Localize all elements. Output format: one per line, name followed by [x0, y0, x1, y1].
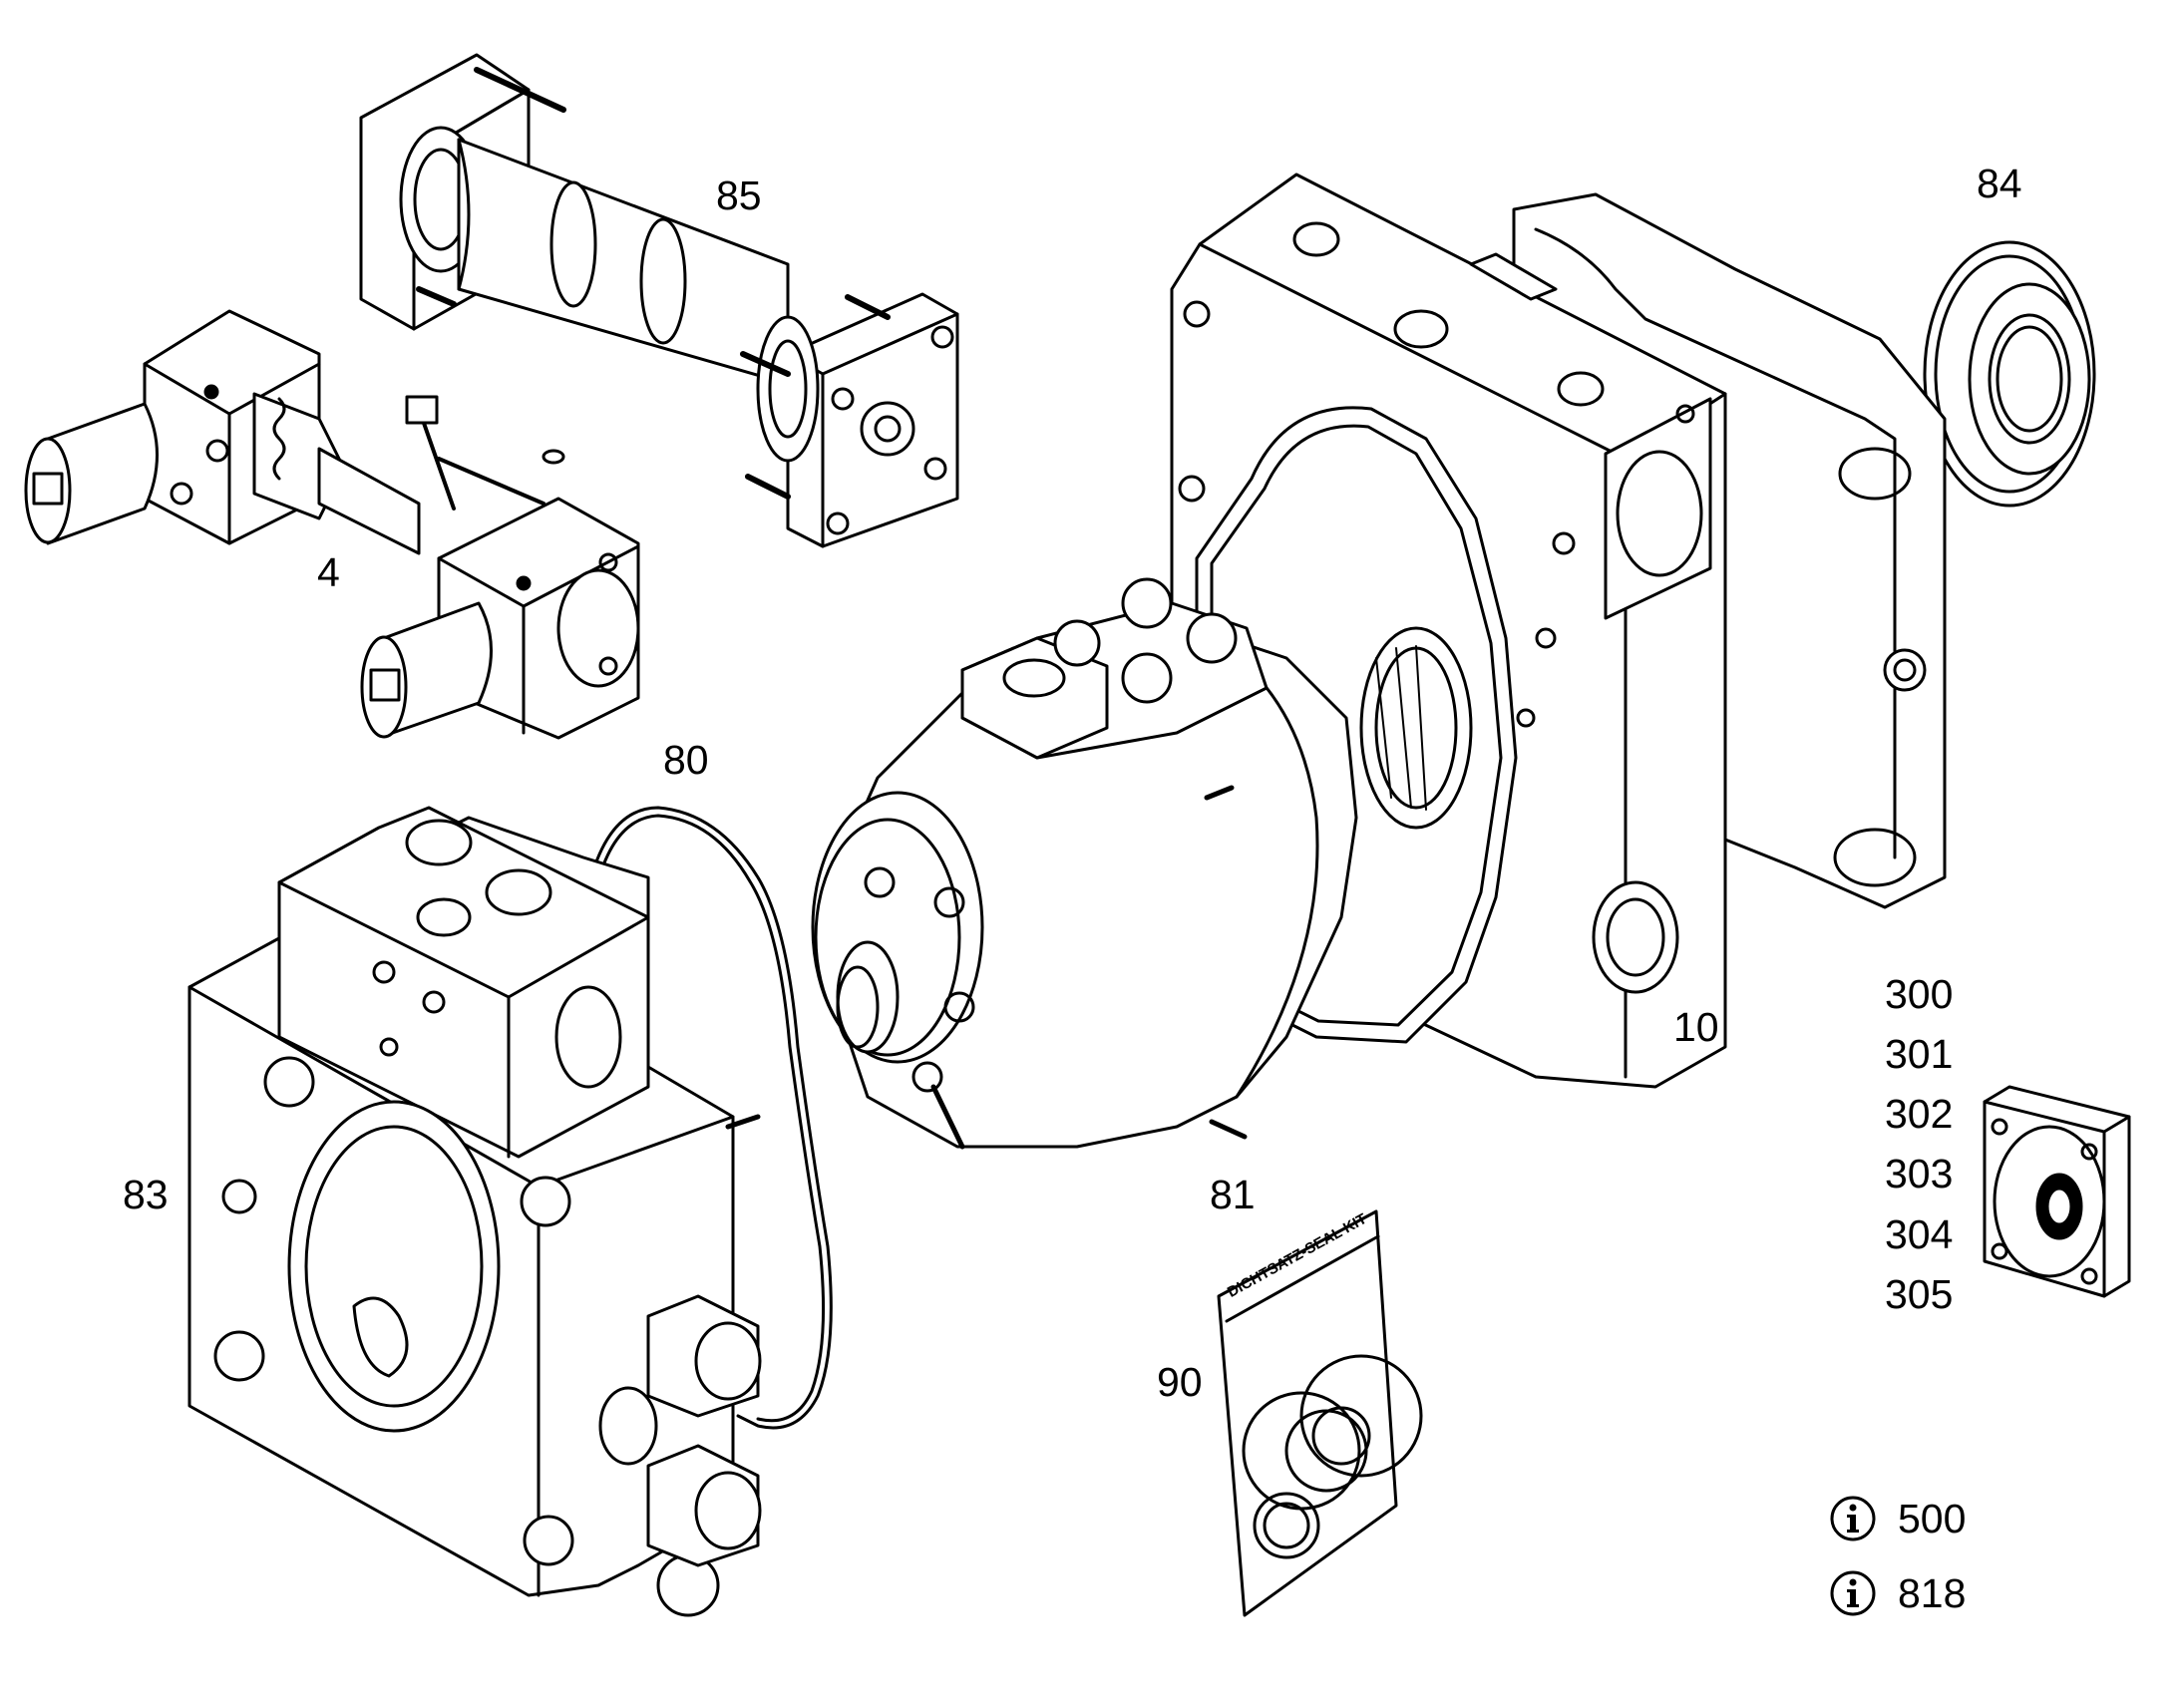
info-note-number: 818 — [1898, 1569, 1967, 1616]
label-83[interactable]: 83 — [123, 1172, 169, 1217]
label-85[interactable]: 85 — [716, 172, 762, 218]
label-301[interactable]: 301 — [1885, 1031, 1954, 1077]
label-302[interactable]: 302 — [1885, 1091, 1954, 1137]
info-icon — [1830, 1570, 1876, 1616]
info-icon — [1830, 1496, 1876, 1541]
label-303[interactable]: 303 — [1885, 1151, 1954, 1196]
label-81[interactable]: 81 — [1210, 1172, 1256, 1217]
info-note-number: 500 — [1898, 1495, 1967, 1541]
label-305[interactable]: 305 — [1885, 1271, 1954, 1317]
info-note-500[interactable]: 500 — [1830, 1496, 1966, 1541]
part-81-rotary-group — [811, 577, 1473, 1150]
label-80[interactable]: 80 — [663, 737, 709, 783]
part-300-cover-plate — [1983, 1085, 2131, 1298]
part-85-servo-cylinder — [359, 53, 959, 548]
label-84[interactable]: 84 — [1977, 161, 2022, 206]
part-80-oring — [586, 806, 833, 1430]
label-10[interactable]: 10 — [1673, 1004, 1719, 1050]
part-84-shaft-seal — [1923, 240, 2096, 508]
info-note-818[interactable]: 818 — [1830, 1570, 1966, 1616]
part-83-port-plate — [187, 806, 762, 1617]
label-300[interactable]: 300 — [1885, 971, 1954, 1017]
part-4-solenoid-valves — [24, 309, 640, 740]
label-4[interactable]: 4 — [317, 549, 340, 595]
label-90[interactable]: 90 — [1157, 1359, 1203, 1405]
part-90-seal-kit-bag — [1217, 1209, 1423, 1617]
label-304[interactable]: 304 — [1885, 1211, 1954, 1257]
